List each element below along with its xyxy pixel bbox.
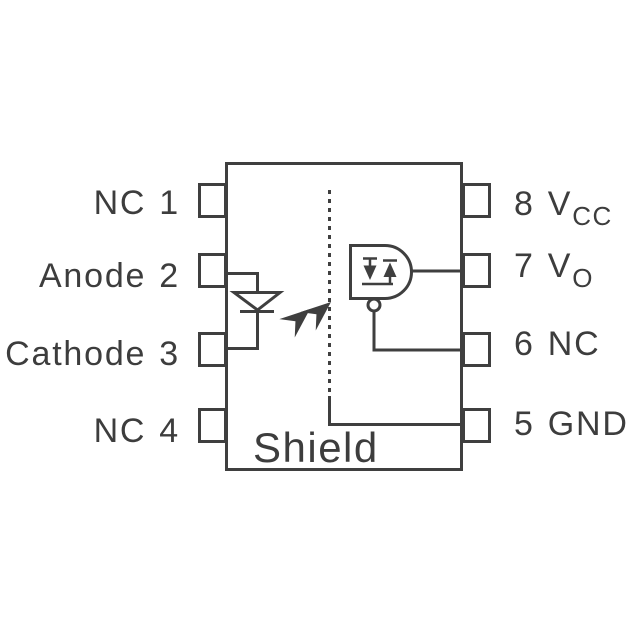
pin-2-number: 2	[159, 257, 180, 295]
pin-8-number: 8	[514, 185, 535, 223]
pin-8-pad	[462, 183, 491, 218]
pin-6-label: 6 NC	[514, 327, 600, 363]
pin-3-number: 3	[159, 335, 180, 373]
pin-5-label: 5 GND	[514, 407, 629, 443]
pin-7-subscript: O	[572, 263, 594, 293]
pin-5-number: 5	[514, 405, 535, 443]
pin-6-number: 6	[514, 325, 535, 363]
pin-1-name: NC	[93, 184, 147, 222]
pin-1-number: 1	[159, 184, 180, 222]
pin-3-label: Cathode 3	[0, 337, 180, 371]
light-arrow-1-icon	[279, 309, 310, 338]
pin-7-pad	[462, 253, 491, 288]
ic-body	[225, 162, 463, 471]
led-anode-wire	[226, 272, 259, 292]
pin-2-label: Anode 2	[0, 259, 180, 293]
pin-8-subscript: CC	[572, 201, 613, 231]
detector-diode-down-icon	[363, 265, 377, 280]
led-cathode-wire	[226, 311, 259, 350]
pin-2-name: Anode	[38, 257, 147, 295]
pin-2-pad	[198, 253, 227, 288]
pin-5-name: GND	[547, 405, 629, 443]
pin-6-name: NC	[547, 325, 601, 363]
pin-6-pad	[462, 332, 491, 367]
pin-3-pad	[198, 332, 227, 367]
shield-label: Shield	[253, 424, 379, 471]
pin-5-pad	[462, 408, 491, 443]
led-triangle	[229, 291, 285, 312]
pin-7-name: V	[547, 247, 573, 285]
light-arrow-2-icon	[300, 302, 331, 331]
detector-node-wire	[372, 311, 462, 352]
pin-1-pad	[198, 183, 227, 218]
pin-4-number: 4	[159, 412, 180, 450]
pin-8-name: V	[547, 185, 573, 223]
detector-diode-up-icon	[383, 262, 397, 277]
detector-body	[349, 244, 413, 300]
detector-node-circle	[366, 297, 382, 313]
pin-3-name: Cathode	[5, 335, 147, 373]
pin-4-name: NC	[93, 412, 147, 450]
shield-ground-wire	[328, 396, 462, 426]
pin-4-pad	[198, 408, 227, 443]
pin-4-label: NC 4	[0, 414, 180, 448]
pin-7-number: 7	[514, 247, 535, 285]
pin-1-label: NC 1	[0, 186, 180, 220]
